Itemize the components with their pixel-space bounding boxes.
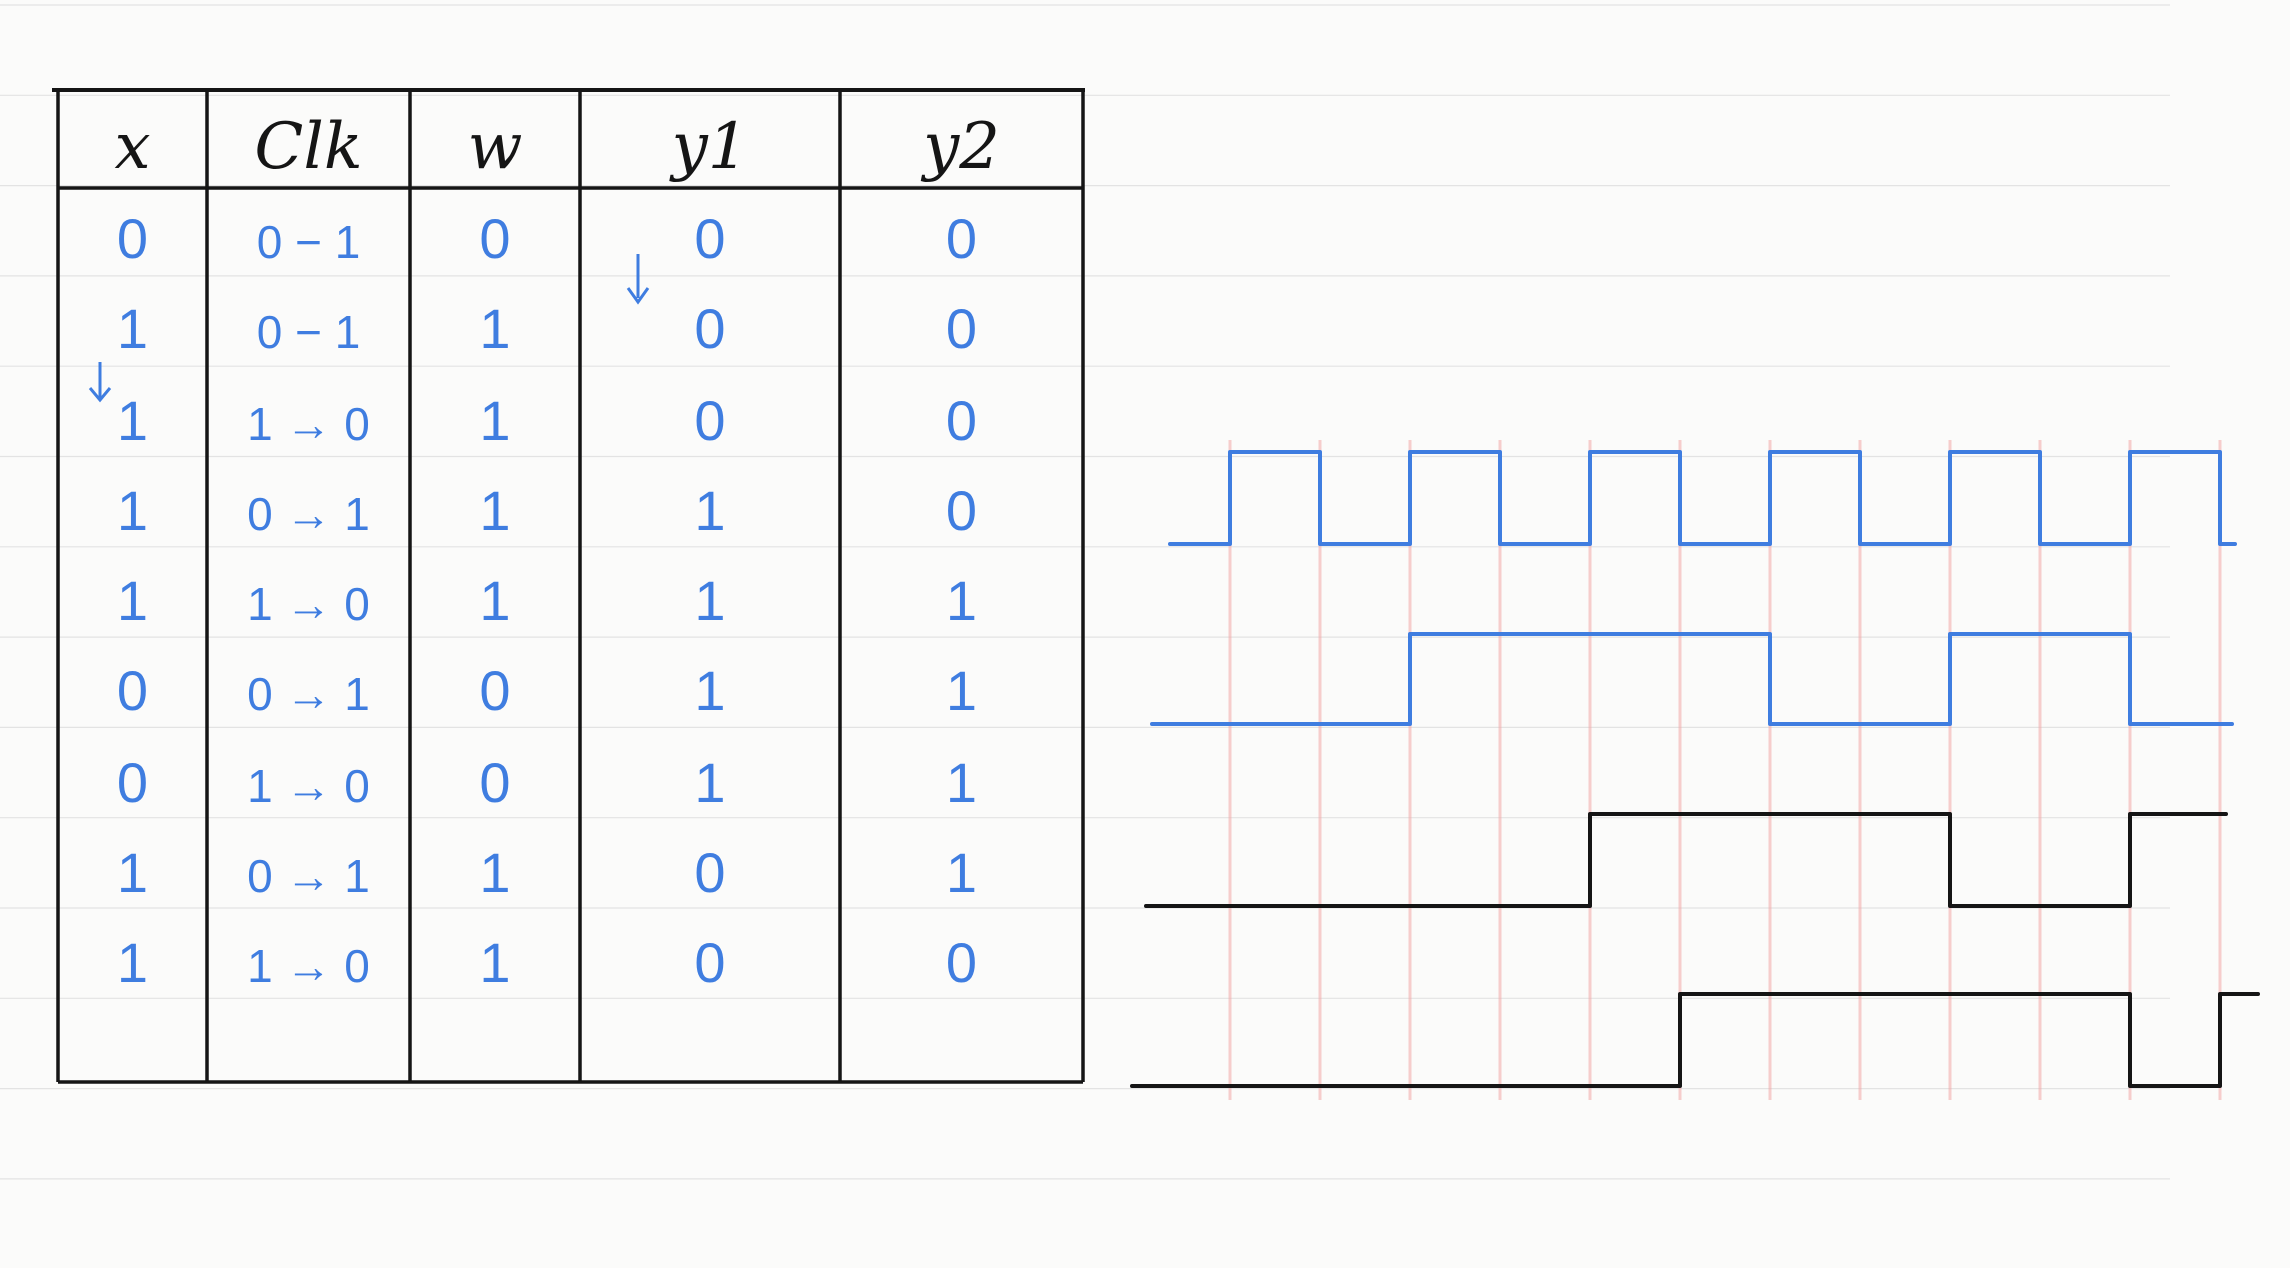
cell-y1: 0	[694, 931, 725, 994]
page-ruling	[0, 4, 2170, 1180]
cell-x: 0	[117, 659, 148, 722]
cell-y1: 1	[694, 569, 725, 632]
timing-guide-lines	[1228, 440, 2222, 1100]
cell-y1: 0	[694, 297, 725, 360]
cell-w: 0	[479, 659, 510, 722]
down-arrow-mark	[88, 362, 112, 403]
timing-waveforms	[1130, 450, 2260, 1088]
cell-x: 1	[117, 841, 148, 904]
cell-clk: 0 − 1	[257, 306, 361, 358]
cell-clk: 0 → 1	[247, 488, 370, 540]
cell-x: 1	[117, 389, 148, 452]
cell-clk: 1 → 0	[247, 940, 370, 992]
cell-w: 1	[479, 389, 510, 452]
cell-x: 0	[117, 207, 148, 270]
cell-clk: 0 − 1	[257, 216, 361, 268]
cell-clk: 0 → 1	[247, 668, 370, 720]
cell-x: 1	[117, 297, 148, 360]
table-row: 1 1 → 0 1 1 1	[117, 569, 977, 632]
cell-y2: 0	[946, 931, 977, 994]
cell-y2: 1	[946, 659, 977, 722]
cell-w: 1	[479, 841, 510, 904]
cell-clk: 1 → 0	[247, 760, 370, 812]
cell-y2: 1	[946, 841, 977, 904]
cell-x: 1	[117, 479, 148, 542]
down-arrow-mark	[626, 254, 650, 305]
cell-y1: 0	[694, 389, 725, 452]
header-w: w	[468, 110, 523, 184]
cell-w: 1	[479, 479, 510, 542]
cell-x: 1	[117, 569, 148, 632]
table-row: 1 0 → 1 1 0 1	[117, 841, 977, 904]
cell-y1: 1	[694, 479, 725, 542]
table-row: 0 1 → 0 0 1 1	[117, 751, 977, 814]
table-row: 1 0 → 1 1 1 0	[117, 479, 977, 542]
waveform-2	[1150, 632, 2234, 726]
cell-y2: 0	[946, 479, 977, 542]
timing-diagram	[1130, 440, 2260, 1100]
waveform-3	[1144, 812, 2228, 908]
cell-y2: 0	[946, 389, 977, 452]
cell-y2: 0	[946, 297, 977, 360]
cell-x: 0	[117, 751, 148, 814]
table-grid	[52, 88, 1085, 1084]
cell-y2: 1	[946, 751, 977, 814]
header-x: x	[114, 110, 150, 184]
header-y1: y1	[669, 110, 749, 184]
table-row: 1 0 − 1 1 0 0	[117, 297, 977, 360]
cell-clk: 1 → 0	[247, 398, 370, 450]
header-clk: Clk	[254, 110, 362, 184]
waveform-1	[1168, 450, 2237, 546]
cell-y2: 1	[946, 569, 977, 632]
cell-y1: 1	[694, 659, 725, 722]
cell-w: 0	[479, 751, 510, 814]
waveform-4	[1130, 992, 2260, 1088]
cell-y1: 0	[694, 841, 725, 904]
cell-w: 0	[479, 207, 510, 270]
cell-y1: 1	[694, 751, 725, 814]
header-y2: y2	[920, 110, 1000, 184]
cell-clk: 1 → 0	[247, 578, 370, 630]
cell-w: 1	[479, 569, 510, 632]
cell-clk: 0 → 1	[247, 850, 370, 902]
table-header-row: x Clk w y1 y2	[114, 110, 999, 184]
table-row: 1 1 → 0 1 0 0	[117, 389, 977, 452]
cell-y2: 0	[946, 207, 977, 270]
cell-w: 1	[479, 297, 510, 360]
cell-w: 1	[479, 931, 510, 994]
cell-y1: 0	[694, 207, 725, 270]
table-body: 0 0 − 1 0 0 0 1 0 − 1 1 0 0 1 1 → 0 1 0 0 1 0 → 1 1 1 0 1 1 →…	[88, 207, 977, 994]
table-row: 0 0 → 1 0 1 1	[117, 659, 977, 722]
table-row: 1 1 → 0 1 0 0	[117, 931, 977, 994]
cell-x: 1	[117, 931, 148, 994]
table-row: 0 0 − 1 0 0 0	[117, 207, 977, 270]
